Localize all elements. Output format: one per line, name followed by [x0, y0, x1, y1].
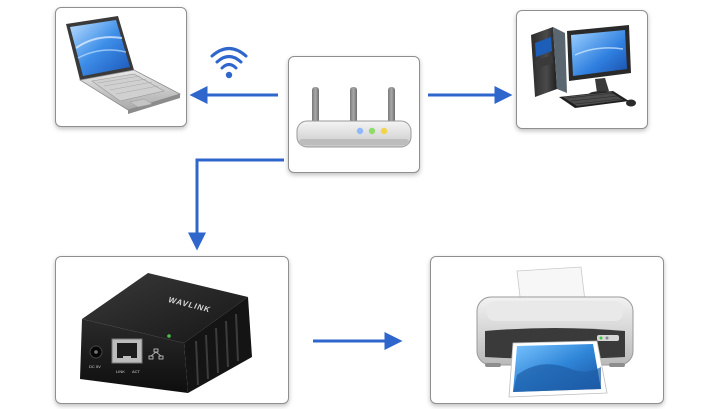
desktop-computer-icon [531, 25, 636, 108]
printer-card [430, 256, 664, 404]
link-label: LINK [116, 369, 125, 374]
print-server-icon: WAVLINK DC 5V LINK ACT [80, 273, 252, 393]
act-label: ACT [132, 369, 141, 374]
laptop-card [55, 7, 187, 127]
print-server-card: WAVLINK DC 5V LINK ACT [55, 256, 289, 404]
router-icon [296, 87, 412, 148]
arrow-router-to-print-server [188, 158, 284, 251]
wifi-icon [210, 47, 248, 79]
desktop-computer-card [516, 10, 648, 129]
printer-icon [476, 266, 634, 398]
router-card [288, 56, 420, 173]
status-led [167, 334, 171, 338]
laptop-icon [66, 16, 182, 114]
network-icon [148, 348, 164, 360]
dc-port-label: DC 5V [89, 364, 101, 369]
